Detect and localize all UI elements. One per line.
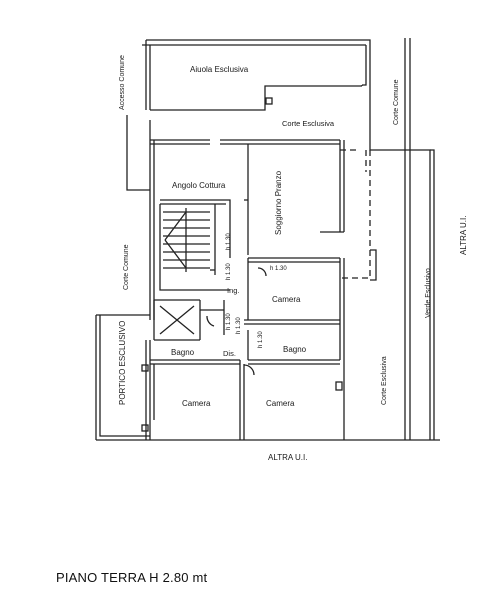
label-verde-esclusivo: Verde Esclusivo bbox=[425, 268, 432, 318]
label-aiuola: Aiuola Esclusiva bbox=[190, 65, 249, 74]
label-camera-3: Camera bbox=[266, 399, 295, 408]
height-labels: h 1.30 h 1.30 h 1.30 h 1.30 h 1.30 h 1.3… bbox=[226, 233, 287, 348]
label-h130-mid: h 1.30 bbox=[226, 313, 232, 330]
label-corte-esclusiva-top: Corte Esclusiva bbox=[282, 119, 335, 128]
label-camera-2: Camera bbox=[182, 399, 211, 408]
label-dis: Dis. bbox=[223, 349, 236, 358]
label-altra-ui-bottom: ALTRA U.I. bbox=[268, 453, 307, 462]
label-accesso-comune: Accesso Comune bbox=[119, 55, 126, 110]
label-soggiorno: Soggiorno Pranzo bbox=[274, 170, 283, 235]
label-corte-comune-right: Corte Comune bbox=[393, 79, 400, 125]
label-portico: PORTICO ESCLUSIVO bbox=[118, 321, 127, 405]
label-angolo-cottura: Angolo Cottura bbox=[172, 181, 226, 190]
label-h130-bagno: h 1.30 bbox=[258, 331, 264, 348]
label-corte-comune-left: Corte Comune bbox=[123, 244, 130, 290]
label-altra-ui-right: ALTRA U.I. bbox=[459, 216, 468, 255]
walls bbox=[95, 38, 440, 441]
label-h130-mid-right: h 1.30 bbox=[236, 317, 242, 334]
label-h130-stair-low: h 1.30 bbox=[226, 263, 232, 280]
floor-caption: PIANO TERRA H 2.80 mt bbox=[56, 570, 208, 585]
label-bagno-1: Bagno bbox=[171, 348, 195, 357]
label-h130-camera: h 1.30 bbox=[270, 266, 287, 272]
room-labels: Aiuola Esclusiva Accesso Comune Corte Co… bbox=[118, 55, 468, 462]
label-h130-stair: h 1.30 bbox=[226, 233, 232, 250]
label-bagno-2: Bagno bbox=[283, 345, 307, 354]
label-camera-1: Camera bbox=[272, 295, 301, 304]
label-ing: Ing. bbox=[227, 286, 240, 295]
label-corte-esclusiva-right: Corte Esclusiva bbox=[381, 356, 388, 405]
